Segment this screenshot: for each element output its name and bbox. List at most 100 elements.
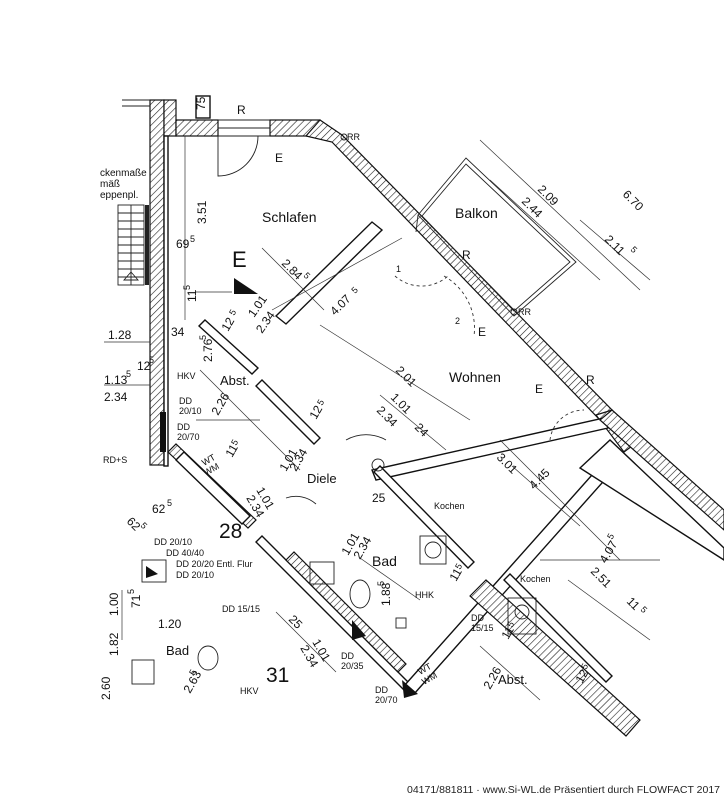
- dim-sup: 5: [579, 662, 590, 671]
- dim-label: 25: [372, 491, 386, 505]
- note-mass: mäß: [100, 179, 120, 190]
- room-schlafen: Schlafen: [262, 209, 316, 225]
- dim-sup: 5: [182, 285, 192, 290]
- dim-sup: 5: [198, 335, 208, 340]
- room-wohnen: Wohnen: [449, 369, 501, 385]
- dim-sup: 5: [453, 562, 464, 571]
- dim-sup: 5: [190, 234, 195, 244]
- dim-sup: 5: [126, 369, 131, 379]
- dim-label: 1.00: [107, 592, 121, 616]
- dim-label: 12: [572, 667, 591, 686]
- mark-r: R: [462, 248, 471, 262]
- dim-sup: 5: [302, 270, 313, 281]
- note-dd: DD: [177, 422, 190, 432]
- dim-label: 1.28: [108, 328, 132, 342]
- dim-label: 12: [218, 315, 237, 334]
- unit-number-31: 31: [266, 664, 289, 687]
- room-bad: Bad: [372, 553, 397, 569]
- door-swings: [217, 135, 585, 505]
- dim-sup: 5: [229, 438, 240, 447]
- dim-label: 2.11: [602, 232, 628, 258]
- room-abst: Abst.: [220, 373, 250, 388]
- dim-sup: 5: [227, 308, 238, 317]
- dim-label: 11: [185, 289, 199, 302]
- mark-r: R: [586, 373, 595, 387]
- dim-label: 2.34: [104, 390, 128, 404]
- room-diele: Diele: [307, 471, 337, 486]
- dim-label: 4.07: [327, 291, 354, 318]
- note-dd-value: 20/10: [179, 406, 202, 416]
- room-kochen: Kochen: [434, 501, 465, 511]
- dim-sup: 5: [639, 604, 650, 615]
- note-dd-list: DD 40/40: [166, 548, 204, 558]
- dim-label: 4.07: [596, 538, 620, 566]
- dim-label: 24: [412, 420, 432, 440]
- note-hkv: HKV: [177, 371, 196, 381]
- mark-rr: RR: [347, 132, 360, 142]
- note-hkv: HKV: [240, 686, 259, 696]
- dim-label: 71: [129, 594, 143, 608]
- note-dd-list: DD 20/20 Entl. Flur: [176, 559, 253, 569]
- door-number-2: 2: [455, 316, 460, 326]
- dim-sup: 5: [187, 668, 198, 677]
- note-dd: DD: [471, 613, 484, 623]
- left-wall: [122, 95, 321, 467]
- dim-sup: 5: [126, 589, 136, 594]
- dim-sup: 5: [376, 581, 386, 586]
- dim-label: 12: [137, 359, 151, 373]
- room-balkon: Balkon: [455, 205, 498, 221]
- dim-sup: 5: [349, 285, 360, 296]
- dim-label: 4.45: [526, 465, 553, 492]
- room-abst-lower: Abst.: [498, 672, 528, 687]
- door-number-1: 1: [396, 264, 401, 274]
- dim-label: 2.26: [208, 390, 232, 418]
- note-rd-s: RD+S: [103, 455, 127, 465]
- note-dd: DD: [341, 651, 354, 661]
- note-dd-value: 20/70: [177, 432, 200, 442]
- mark-r: R: [237, 103, 246, 117]
- dim-label: 1.13: [104, 373, 128, 387]
- entry-letter: E: [232, 247, 247, 272]
- dim-sup: 5: [315, 398, 326, 407]
- dim-sup: 5: [139, 520, 150, 531]
- note-dd-value: 20/70: [375, 695, 398, 705]
- dim-label: 2.51: [588, 564, 615, 591]
- dim-label: 1.20: [158, 617, 182, 631]
- dim-label: 34: [171, 325, 185, 339]
- dim-label: 2.76: [201, 338, 215, 362]
- note-dd: DD: [179, 396, 192, 406]
- dim-label: 6.70: [620, 187, 647, 214]
- unit-number-28: 28: [219, 520, 242, 543]
- dim-label: 25: [286, 612, 306, 632]
- dim-label: 3.51: [195, 200, 209, 224]
- note-dd-list: DD 15/15: [222, 604, 260, 614]
- dim-label: 12: [306, 403, 325, 422]
- note-hhk: HHK: [415, 590, 434, 600]
- dim-label: 75: [194, 96, 208, 110]
- diagonal-walls: [167, 119, 724, 737]
- note-dd-value: 15/15: [471, 623, 494, 633]
- dimension-lines: [104, 136, 660, 701]
- dim-label: 2.84: [279, 256, 306, 283]
- mark-rr: RR: [518, 307, 531, 317]
- room-bad-lower: Bad: [166, 643, 189, 658]
- mark-e: E: [478, 325, 486, 339]
- entry-arrow-icon: [234, 278, 258, 294]
- dim-sup: 5: [605, 532, 616, 541]
- footer-credit: 04171/881811 · www.Si-WL.de Präsentiert …: [406, 784, 720, 796]
- room-kochen-right: Kochen: [520, 574, 551, 584]
- annotations: ckenmaße mäß eppenpl. HKV DD 20/10 DD 20…: [100, 168, 494, 705]
- dim-label: 62: [124, 514, 144, 534]
- dim-sup: 5: [505, 620, 516, 629]
- dim-sup: 5: [149, 355, 154, 365]
- note-dd: DD: [375, 685, 388, 695]
- fixtures: [131, 133, 537, 698]
- note-eckenmasse: ckenmaße: [100, 168, 147, 179]
- dim-sup: 5: [167, 498, 172, 508]
- note-dd-list: DD 20/10: [176, 570, 214, 580]
- dim-label: 2.60: [99, 676, 113, 700]
- dim-label: 1.82: [107, 632, 121, 656]
- mark-e: E: [535, 382, 543, 396]
- mark-e: E: [275, 151, 283, 165]
